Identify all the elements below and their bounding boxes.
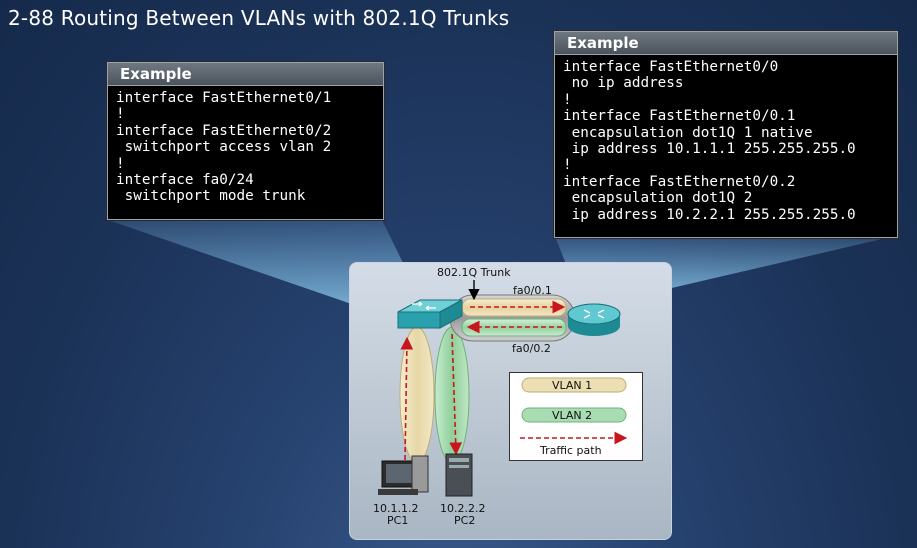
router-config-line: ! xyxy=(563,91,572,108)
switch-config-line: interface fa0/24 xyxy=(116,172,254,189)
pc2-ip: 10.2.2.2 xyxy=(440,502,486,515)
pc2-icon xyxy=(445,453,473,497)
switch-config-line: interface FastEthernet0/2 xyxy=(116,122,332,139)
router-config-header: Example xyxy=(555,32,897,55)
router-config-line: no ip address xyxy=(563,75,684,92)
legend-vlan2-pipe xyxy=(521,407,627,423)
subif2-label: fa0/0.2 xyxy=(512,342,551,355)
legend-vlan2-label: VLAN 2 xyxy=(552,409,593,422)
router-icon xyxy=(567,303,621,336)
router-config-line: ip address 10.2.2.1 255.255.255.0 xyxy=(563,206,856,223)
router-config-box: Example interface FastEthernet0/0 no ip … xyxy=(554,31,898,238)
router-config-line: interface FastEthernet0/0.2 xyxy=(563,173,796,190)
router-config-line: interface FastEthernet0/0.1 xyxy=(563,108,796,125)
trunk-label: 802.1Q Trunk xyxy=(437,266,511,279)
router-config-line: encapsulation dot1Q 1 native xyxy=(563,124,813,141)
subif1-label: fa0/0.1 xyxy=(513,284,552,297)
switch-config-line: interface FastEthernet0/1 xyxy=(116,90,332,106)
router-config-line: encapsulation dot1Q 2 xyxy=(563,190,753,207)
pc1-icon xyxy=(378,455,429,495)
pc1-name: PC1 xyxy=(387,514,409,527)
legend-vlan1-label: VLAN 1 xyxy=(552,379,593,392)
pc2-traffic-arrow xyxy=(449,333,463,456)
slide-title: 2-88 Routing Between VLANs with 802.1Q T… xyxy=(8,6,510,30)
legend-traffic-label: Traffic path xyxy=(540,444,602,457)
switch-config-line: ! xyxy=(116,155,125,172)
switch-config-line: switchport mode trunk xyxy=(116,188,306,205)
legend-vlan1-pipe xyxy=(521,377,627,393)
switch-config-line: ! xyxy=(116,106,125,123)
pc2-name: PC2 xyxy=(454,514,476,527)
router-config-line: interface FastEthernet0/0 xyxy=(563,59,779,75)
switch-config-line: switchport access vlan 2 xyxy=(116,139,332,156)
router-config-line: ip address 10.1.1.1 255.255.255.0 xyxy=(563,141,856,158)
switch-config-header: Example xyxy=(108,63,383,86)
switch-config-box: Example interface FastEthernet0/1!interf… xyxy=(107,62,384,220)
switch-config-code: interface FastEthernet0/1!interface Fast… xyxy=(108,86,383,209)
router-config-line: ! xyxy=(563,157,572,174)
switch-icon xyxy=(397,299,463,329)
pc1-traffic-arrow xyxy=(400,336,414,461)
router-config-code: interface FastEthernet0/0 no ip address!… xyxy=(555,55,897,227)
pc1-ip: 10.1.1.2 xyxy=(373,502,419,515)
